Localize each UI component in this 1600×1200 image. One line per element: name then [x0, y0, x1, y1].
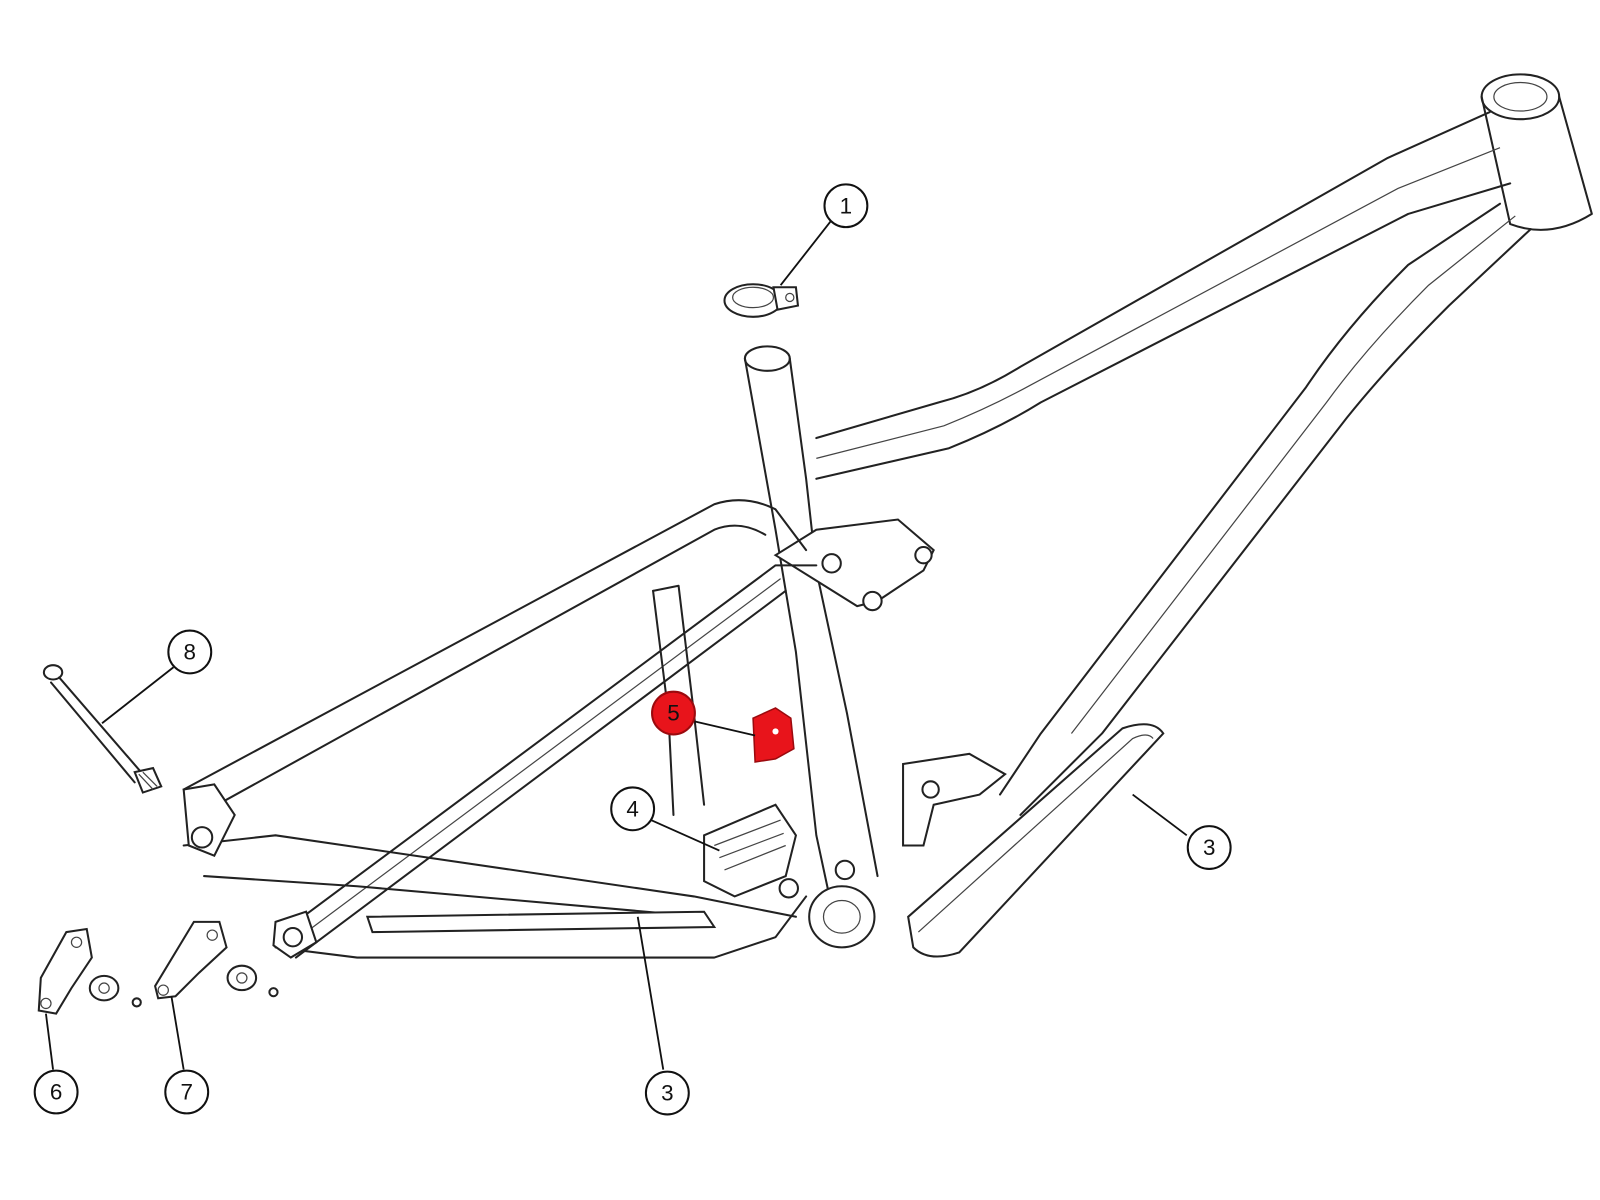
seat-clamp-part [723, 283, 800, 318]
derailleur-hangers [37, 920, 279, 1015]
callout-label: 3 [1203, 835, 1215, 860]
callout-label: 7 [180, 1080, 192, 1105]
leader-lines [45, 219, 1188, 1070]
callout-label: 1 [840, 193, 852, 218]
callout-5-highlighted: 5 [651, 690, 696, 736]
callout-4: 4 [610, 786, 656, 832]
callout-3-downtube: 3 [1186, 825, 1232, 870]
callout-7: 7 [164, 1069, 210, 1115]
callout-label: 8 [184, 639, 196, 664]
callout-label: 6 [50, 1080, 62, 1105]
callout-label: 3 [661, 1081, 673, 1106]
rear-axle-part [42, 664, 163, 794]
frame-drawing [182, 73, 1593, 959]
callout-8: 8 [167, 629, 213, 675]
callout-3-chainstay: 3 [644, 1070, 690, 1116]
callout-1: 1 [823, 183, 869, 229]
cable-guide-part [752, 707, 795, 763]
callout-label: 4 [626, 796, 638, 821]
callout-label: 5 [667, 701, 679, 726]
callout-6: 6 [33, 1069, 79, 1115]
